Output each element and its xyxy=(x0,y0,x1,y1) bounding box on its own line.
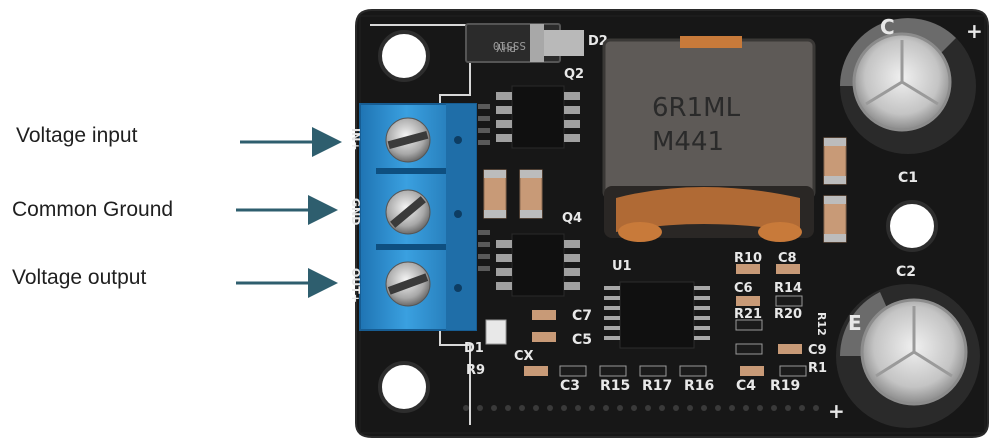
silk-r20: R20 xyxy=(774,307,802,322)
terminal-screw-gnd xyxy=(385,189,431,235)
led-d1 xyxy=(485,319,507,345)
bottom-pin-row xyxy=(463,405,819,411)
inductor-label-2: M441 xyxy=(652,127,724,157)
smd-resistors xyxy=(559,295,807,377)
silk-terminal-out: OUT+ xyxy=(349,268,362,303)
silk-q4: Q4 xyxy=(562,211,582,226)
silk-c7: C7 xyxy=(572,308,592,324)
common-ground-label: Common Ground xyxy=(12,198,174,221)
mounting-hole-right xyxy=(886,200,938,252)
silk-r1x: R1 xyxy=(808,361,827,376)
electrolytic-capacitor-c2 xyxy=(836,284,980,428)
mosfet-q4 xyxy=(511,233,565,297)
silk-r9: R9 xyxy=(466,363,485,378)
ic-u1 xyxy=(619,281,695,349)
silk-r15: R15 xyxy=(600,378,630,394)
silk-q2: Q2 xyxy=(564,67,584,82)
silk-plus-2: + xyxy=(828,399,845,423)
silk-d1: D1 xyxy=(464,341,484,356)
smd-small-caps xyxy=(524,264,802,376)
silk-u1: U1 xyxy=(612,259,632,274)
silk-plus-1: + xyxy=(966,19,983,43)
silk-terminal-gnd: GND xyxy=(349,198,362,225)
mounting-hole-top-left xyxy=(378,30,430,82)
silk-terminal-in: IN+ xyxy=(349,128,362,151)
silk-c6: C6 xyxy=(734,281,753,296)
voltage-output-label: Voltage output xyxy=(12,266,147,289)
diode-text-2: PHY xyxy=(496,41,516,54)
silk-r21: R21 xyxy=(734,307,762,322)
silk-r19: R19 xyxy=(770,378,800,394)
silk-r17: R17 xyxy=(642,378,672,394)
silk-c4: C4 xyxy=(736,378,756,394)
voltage-input-label: Voltage input xyxy=(16,124,138,147)
mosfet-q2 xyxy=(511,85,565,149)
electrolytic-capacitor-c1 xyxy=(840,18,976,154)
silk-cx: CX xyxy=(514,349,534,364)
diode-text-1: SS510 xyxy=(493,39,526,52)
silk-r12: R12 xyxy=(815,312,828,336)
silk-r16: R16 xyxy=(684,378,714,394)
silk-c8: C8 xyxy=(778,251,797,266)
inductor-label-1: 6R1ML xyxy=(652,93,741,123)
terminal-screw-out xyxy=(385,261,431,307)
cap1-marking: C xyxy=(880,15,895,39)
terminal-screw-in xyxy=(385,117,431,163)
cap2-marking: E xyxy=(848,311,862,335)
silk-r10: R10 xyxy=(734,251,762,266)
silk-c3: C3 xyxy=(560,378,580,394)
silk-c1: C1 xyxy=(898,170,918,186)
mounting-hole-bottom-left xyxy=(378,361,430,413)
silk-r14: R14 xyxy=(774,281,802,296)
silk-c9: C9 xyxy=(808,343,827,358)
silk-c2: C2 xyxy=(896,264,916,280)
silk-c5: C5 xyxy=(572,332,592,348)
